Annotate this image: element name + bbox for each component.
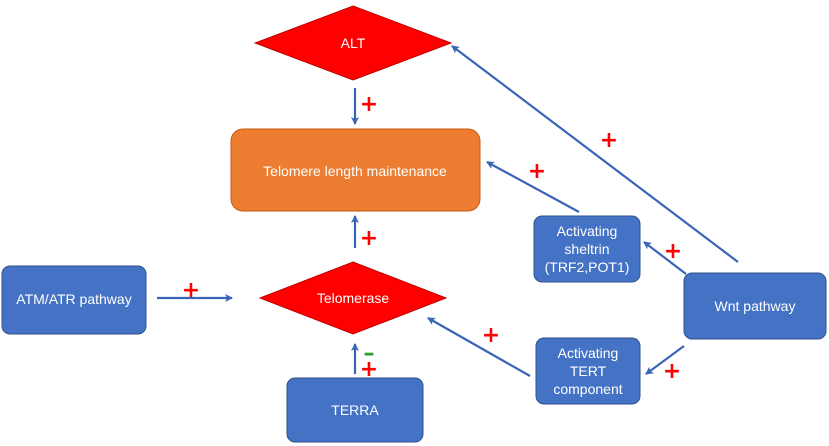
wnt-label: Wnt pathway bbox=[715, 298, 796, 314]
tert-label-line-1: Activating bbox=[558, 345, 619, 361]
shelterin-label-line-3: (TRF2,POT1) bbox=[545, 259, 630, 275]
telomerase-node: Telomerase bbox=[258, 261, 448, 335]
atm-atr-node: ATM/ATR pathway bbox=[1, 265, 147, 335]
arrow-wnt-to-tert bbox=[645, 345, 685, 375]
arrow-tert-to-telomerase bbox=[427, 317, 531, 377]
alt-node: ALT bbox=[253, 5, 453, 81]
shelterin-label-line-1: Activating bbox=[557, 223, 618, 239]
tert-node: Activating TERT component bbox=[535, 337, 641, 405]
sign-shelterin-to-telomere: + bbox=[528, 159, 546, 184]
sign-alt-to-telomere: + bbox=[360, 92, 378, 117]
telomerase-label: Telomerase bbox=[317, 290, 390, 306]
sign-wnt-to-shelterin: + bbox=[664, 239, 682, 264]
telomerase-diamond-shape bbox=[258, 261, 448, 335]
shelterin-label-line-2: sheltrin bbox=[564, 241, 609, 257]
telomere-maintenance-box bbox=[230, 128, 481, 212]
terra-box bbox=[286, 377, 424, 443]
wnt-node: Wnt pathway bbox=[683, 272, 827, 340]
sign-wnt-to-alt: + bbox=[600, 128, 618, 153]
telomere-maintenance-node: Telomere length maintenance bbox=[230, 128, 481, 212]
tert-label-line-3: component bbox=[553, 381, 622, 397]
sign-terra-plus: + bbox=[360, 357, 378, 382]
telomere-maintenance-label: Telomere length maintenance bbox=[263, 163, 447, 179]
arrow-wnt-to-shelterin bbox=[643, 241, 687, 275]
shelterin-box bbox=[533, 215, 641, 283]
wnt-box bbox=[683, 272, 827, 340]
terra-node: TERRA bbox=[286, 377, 424, 443]
terra-label: TERRA bbox=[331, 402, 379, 418]
tert-label-line-2: TERT bbox=[570, 363, 607, 379]
sign-telomerase-to-telomere: + bbox=[360, 226, 378, 251]
arrow-wnt-to-alt bbox=[451, 45, 739, 263]
tert-box bbox=[535, 337, 641, 405]
arrow-shelterin-to-telomere bbox=[486, 161, 580, 213]
sign-tert-to-telomerase: + bbox=[482, 323, 500, 348]
atm-atr-box bbox=[1, 265, 147, 335]
shelterin-node: Activating sheltrin (TRF2,POT1) bbox=[533, 215, 641, 283]
atm-atr-label: ATM/ATR pathway bbox=[16, 291, 131, 307]
sign-wnt-to-tert: + bbox=[663, 359, 681, 384]
sign-atm-to-telomerase: + bbox=[182, 278, 200, 303]
alt-label: ALT bbox=[341, 35, 366, 51]
sign-terra-minus: – bbox=[364, 341, 375, 366]
alt-diamond-shape bbox=[253, 5, 453, 81]
